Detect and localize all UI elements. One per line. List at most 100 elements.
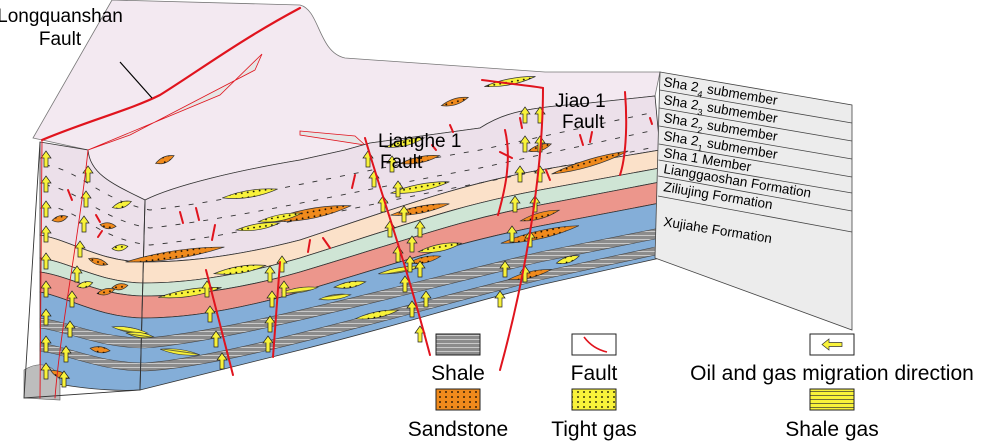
migration-arrow	[524, 230, 536, 248]
legend-item-shale-gas: Shale gas	[785, 388, 879, 441]
sandstone-lens	[154, 155, 175, 165]
fault-jiao-1	[481, 79, 545, 371]
lens-dots	[112, 283, 128, 290]
legend-item-migration: Oil and gas migration direction	[690, 333, 974, 385]
migration-arrow	[74, 240, 86, 258]
sandstone-lens	[89, 346, 111, 354]
label-jiao-line1: Jiao 1	[555, 91, 606, 112]
tight-gas-lens	[417, 242, 463, 253]
migration-arrow	[40, 280, 52, 298]
tight-gas-lens	[212, 264, 267, 275]
strata-name: Sha 2	[663, 74, 700, 95]
lens-body	[318, 293, 352, 301]
legend-label-tight-gas: Tight gas	[551, 418, 637, 441]
lens-dots	[214, 265, 266, 275]
strata-name: Sha 2	[663, 110, 700, 131]
legend-label-fault: Fault	[571, 362, 618, 385]
fault-labels: Longquanshan Fault Lianghe 1 Fault Jiao …	[0, 6, 606, 173]
lens-dots	[90, 346, 111, 353]
tight-gas-lens	[111, 244, 129, 252]
strata-boundary	[659, 89, 853, 124]
lens-dots	[441, 97, 469, 106]
label-jiao-line2: Fault	[562, 112, 605, 133]
lens-dots	[484, 76, 536, 87]
lens-body	[160, 348, 200, 356]
strata-boundary	[659, 125, 853, 160]
migration-arrow-icon	[821, 338, 843, 351]
longquanshan-leader-line	[119, 61, 153, 99]
migration-arrow	[40, 362, 52, 380]
fault-lianghe-1	[364, 137, 431, 356]
strata-boundary	[658, 159, 853, 194]
basement-gray	[23, 364, 61, 401]
legend-item-sandstone: Sandstone	[408, 388, 508, 441]
shale-gas-lens	[125, 331, 155, 339]
sandstone-lens	[551, 150, 629, 175]
lens-dots	[334, 281, 366, 289]
migration-arrow	[509, 195, 521, 213]
minor-fault-ticks	[67, 117, 653, 253]
lens-dots	[556, 255, 580, 264]
fault-longquanshan	[40, 6, 302, 142]
fault-longquanshan-face-2	[54, 149, 89, 399]
lens-dots	[112, 200, 132, 209]
fault-swatch	[571, 333, 617, 356]
tight-gas-lens	[234, 222, 281, 232]
migration-arrow	[78, 215, 90, 233]
legend-label-shale-gas: Shale gas	[785, 418, 878, 441]
legend: Shale Fault Oil and gas migration direct…	[408, 333, 974, 441]
migration-arrow	[392, 180, 404, 198]
sandstone-lens	[125, 246, 225, 263]
migration-arrow	[406, 235, 418, 253]
migration-arrow	[71, 265, 83, 283]
strata-boundary	[659, 107, 853, 142]
tight-gas-lens	[384, 137, 426, 148]
fault-longquanshan-face	[39, 139, 43, 399]
strata-subscript: 2	[697, 125, 704, 136]
tight-gas-dots	[572, 389, 616, 410]
legend-item-shale: Shale	[431, 333, 485, 385]
shale-swatch	[435, 333, 481, 356]
strata-boundary	[657, 195, 853, 233]
lens-dots	[385, 137, 425, 148]
fault-minor-a	[205, 269, 234, 376]
sandstone-lens	[111, 283, 129, 291]
strata-subscript: 4	[697, 89, 704, 100]
tight-gas-lens	[390, 181, 450, 194]
faults	[39, 6, 653, 399]
block-edge	[139, 199, 146, 391]
migration-arrow	[494, 290, 506, 308]
tight-gas-lens	[333, 280, 367, 289]
shale-gas-lens	[281, 286, 319, 294]
migration-arrow	[264, 315, 276, 333]
strata-boundary	[658, 175, 853, 212]
tight-gas-lens	[354, 309, 400, 320]
label-lianghe-line1: Lianghe 1	[378, 131, 461, 152]
migration-arrow	[414, 260, 426, 278]
fault-swatch-line-icon	[583, 336, 608, 353]
migration-arrow	[519, 135, 531, 153]
migration-arrow	[60, 345, 72, 363]
label-longquanshan-line2: Fault	[39, 29, 82, 50]
sandstone-lens	[500, 225, 580, 244]
migration-arrow	[398, 205, 410, 223]
migration-arrow	[278, 280, 290, 298]
strata-column-box	[654, 71, 853, 331]
fault-secondary-1	[497, 129, 509, 216]
tight-gas-lens	[257, 212, 303, 223]
strata-name: Sha 2	[663, 92, 700, 113]
strata-subscript: 1	[697, 143, 704, 154]
legend-label-migration: Oil and gas migration direction	[690, 362, 974, 385]
shale-gas-lens	[318, 293, 352, 301]
migration-arrow	[414, 220, 426, 238]
lens-body	[125, 331, 155, 339]
legend-item-tight-gas: Tight gas	[551, 388, 637, 441]
strata-subscript: 3	[697, 107, 704, 118]
sandstone-lens	[399, 154, 441, 165]
lens-dots	[508, 269, 552, 280]
strata-name: Sha 2	[663, 128, 700, 149]
migration-arrow	[64, 320, 76, 338]
tight-gas-lens	[76, 281, 94, 289]
migration-arrow	[499, 260, 511, 278]
